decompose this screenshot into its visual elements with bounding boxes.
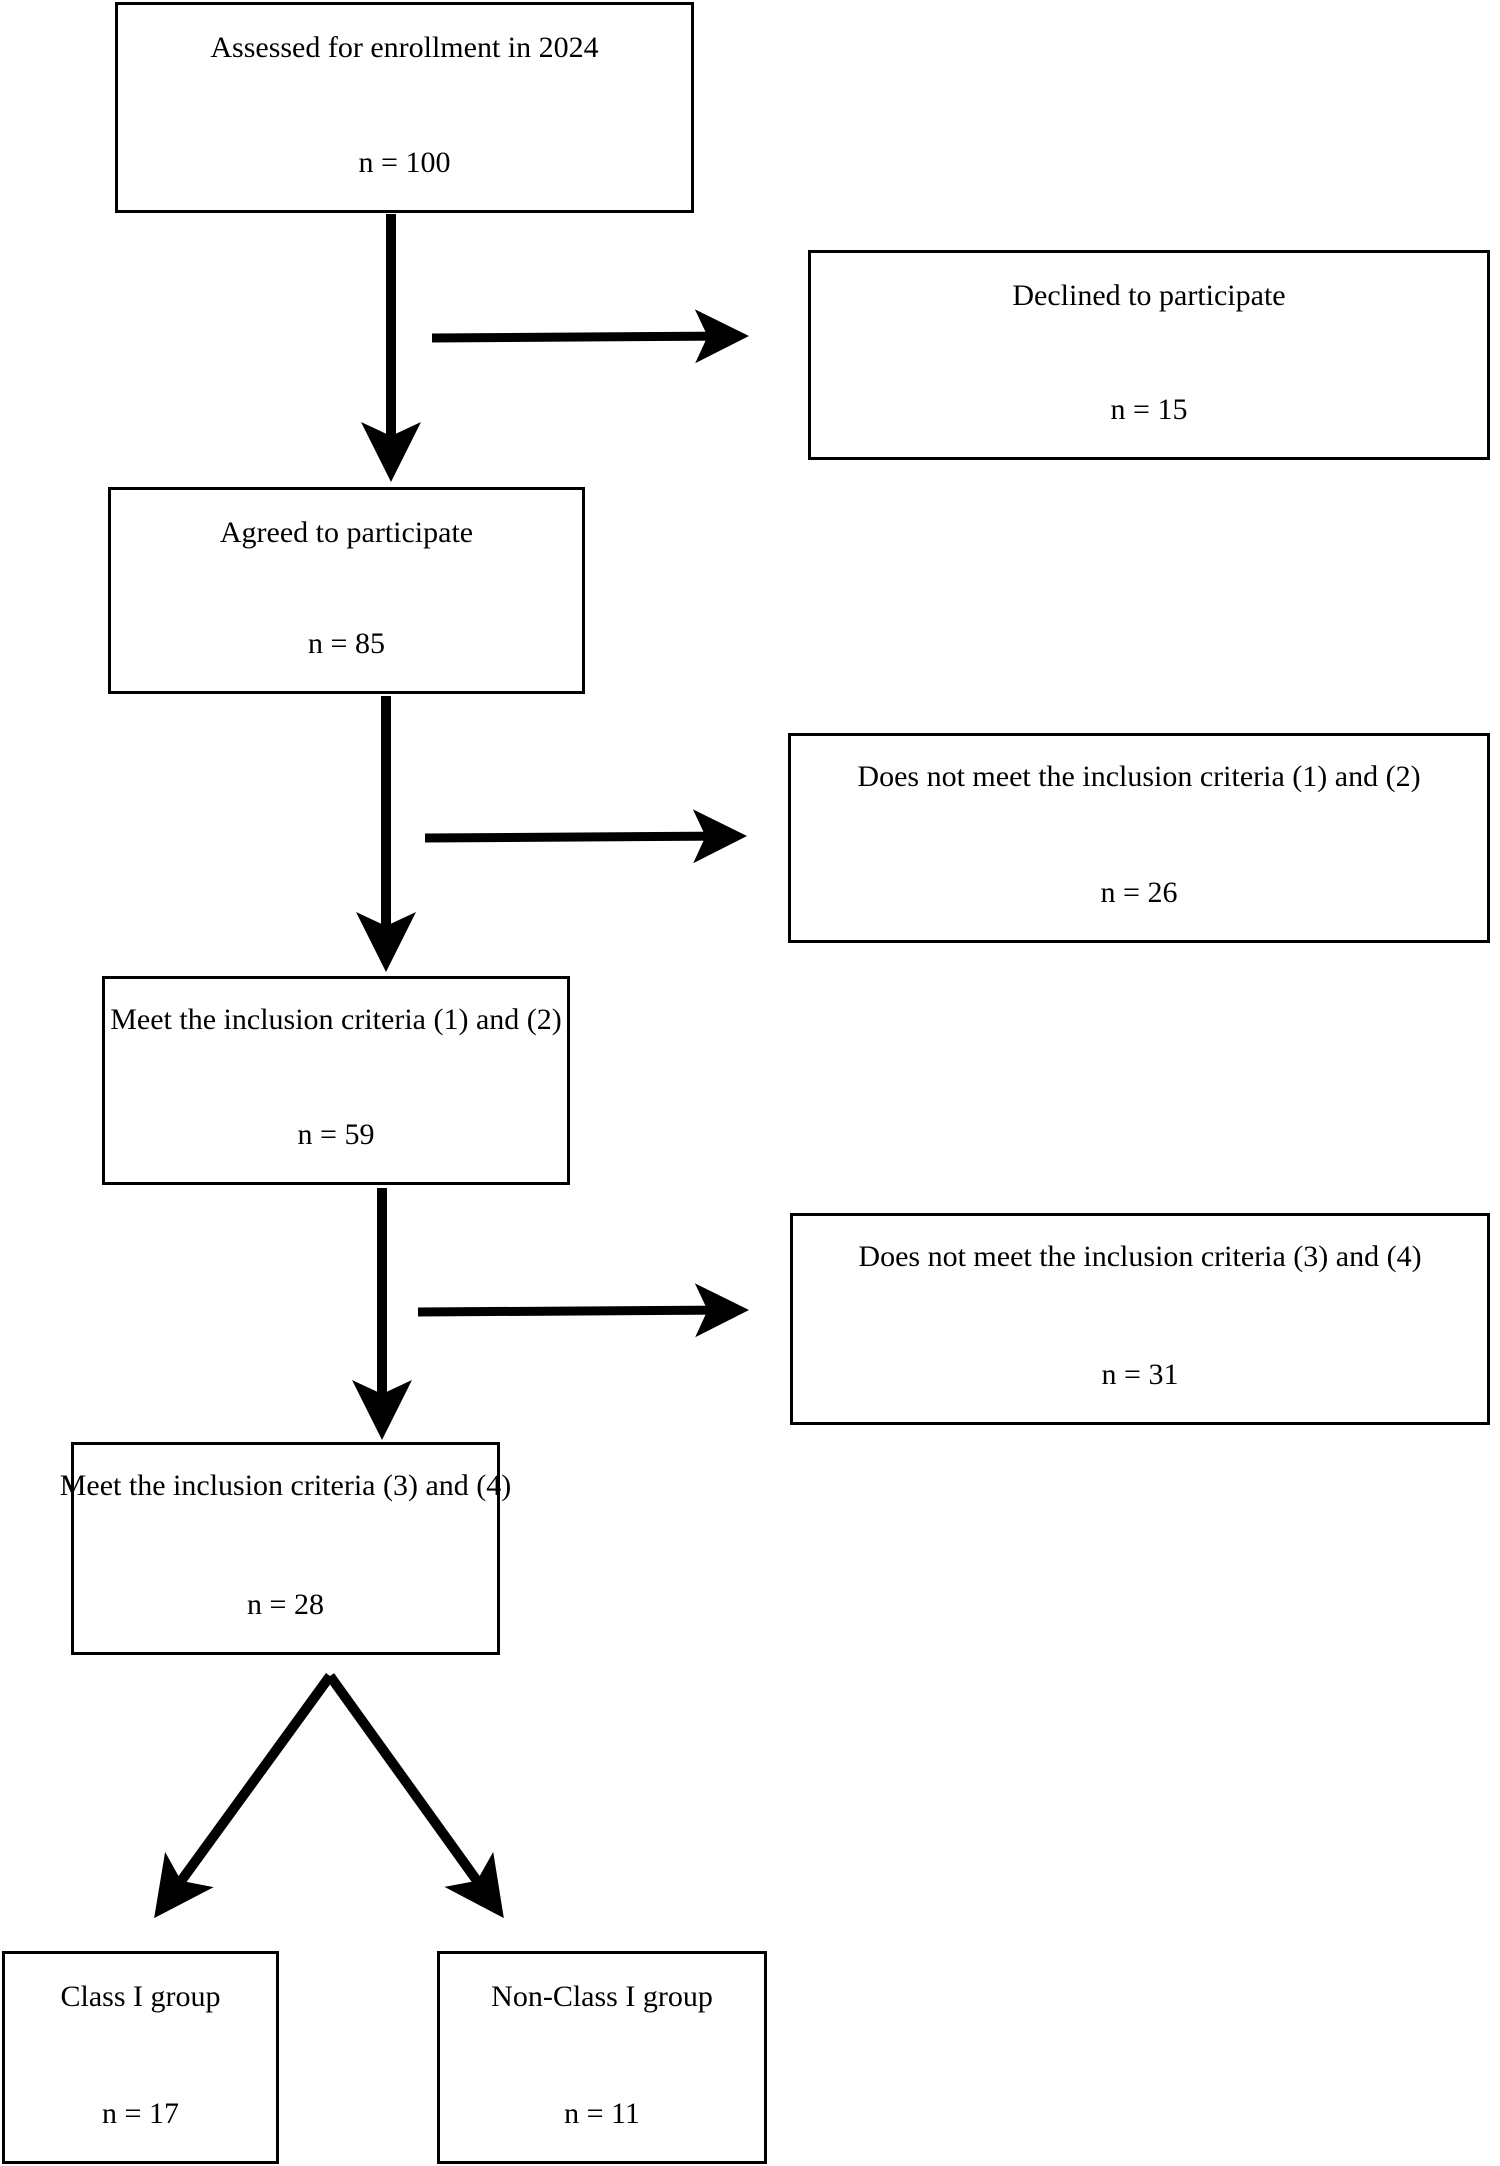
node-title: Does not meet the inclusion criteria (3)… (858, 1240, 1422, 1273)
node-title: Declined to participate (1012, 279, 1286, 312)
node-count: n = 11 (564, 2096, 640, 2130)
node-does-not-meet-criteria-3-4: Does not meet the inclusion criteria (3)… (790, 1213, 1490, 1425)
node-count: n = 28 (247, 1587, 324, 1621)
node-title: Class I group (60, 1980, 221, 2013)
node-count: n = 85 (308, 626, 385, 660)
node-title: Non-Class I group (491, 1980, 713, 2013)
node-count: n = 31 (1101, 1357, 1179, 1391)
node-title: Meet the inclusion criteria (1) and (2) (110, 1003, 562, 1036)
node-count: n = 26 (1100, 875, 1178, 909)
node-declined-to-participate: Declined to participate n = 15 (808, 250, 1490, 460)
node-assessed-for-enrollment: Assessed for enrollment in 2024 n = 100 (115, 2, 694, 213)
node-non-class-i-group: Non-Class I group n = 11 (437, 1951, 767, 2164)
arrow-meet34-to-nonclass1 (325, 1673, 504, 1919)
arrow-meet34-to-class1 (154, 1673, 335, 1919)
node-does-not-meet-criteria-1-2: Does not meet the inclusion criteria (1)… (788, 733, 1490, 943)
node-meet-criteria-1-2: Meet the inclusion criteria (1) and (2) … (102, 976, 570, 1185)
arrow-agreed-to-excluded12 (424, 809, 747, 864)
node-title: Does not meet the inclusion criteria (1)… (857, 760, 1421, 793)
arrow-meet12-to-excluded34 (417, 1283, 749, 1338)
node-count: n = 17 (102, 2096, 179, 2130)
node-agreed-to-participate: Agreed to participate n = 85 (108, 487, 585, 694)
node-count: n = 59 (297, 1117, 375, 1151)
node-title: Meet the inclusion criteria (3) and (4) (59, 1469, 512, 1502)
node-title: Agreed to participate (219, 516, 474, 549)
node-count: n = 100 (358, 145, 451, 179)
node-class-i-group: Class I group n = 17 (2, 1951, 279, 2164)
arrow-assessed-to-declined (431, 309, 749, 364)
node-count: n = 15 (1110, 392, 1188, 426)
node-meet-criteria-3-4: Meet the inclusion criteria (3) and (4) … (60, 1442, 511, 1655)
node-title: Assessed for enrollment in 2024 (210, 31, 599, 64)
